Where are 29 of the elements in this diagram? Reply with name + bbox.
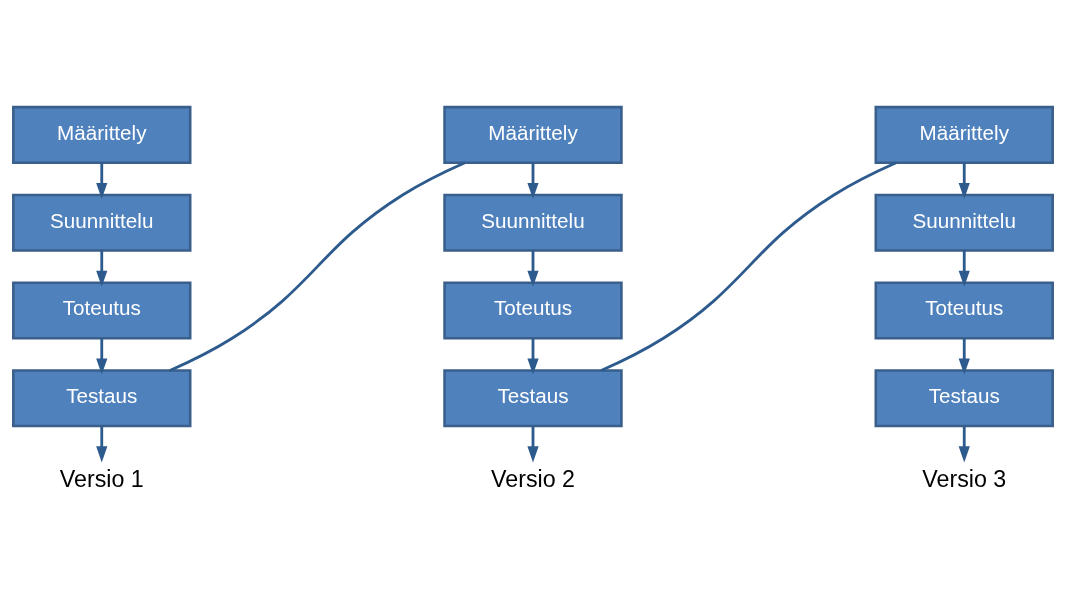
node-box: Suunnittelu (874, 193, 1054, 252)
node-text: Versio 1 (59, 465, 144, 492)
arrow (527, 250, 539, 287)
arrow (527, 426, 539, 462)
node-box: Määrittely (874, 105, 1054, 164)
arrow (958, 162, 970, 199)
node-box: Testaus (12, 368, 192, 427)
arrow (527, 337, 539, 375)
arrow (96, 337, 108, 375)
arrow (958, 250, 970, 287)
node-box: Toteutus (12, 280, 192, 340)
node-box: Määrittely (12, 105, 192, 164)
arrow (96, 162, 108, 199)
connector (169, 160, 466, 372)
node-box: Toteutus (443, 280, 623, 340)
arrow (527, 162, 539, 199)
node-text: Versio 2 (491, 465, 575, 492)
node-box: Määrittely (443, 105, 623, 164)
node-box: Toteutus (874, 280, 1054, 340)
arrow (958, 426, 970, 462)
node-box: Testaus (874, 368, 1054, 427)
arrow (958, 337, 970, 375)
arrow (96, 426, 108, 462)
node-text: Versio 3 (922, 465, 1007, 492)
connector (600, 160, 897, 372)
node-box: Testaus (443, 368, 623, 427)
node-box: Suunnittelu (443, 193, 623, 252)
node-box: Suunnittelu (12, 193, 192, 252)
arrow (96, 250, 108, 287)
